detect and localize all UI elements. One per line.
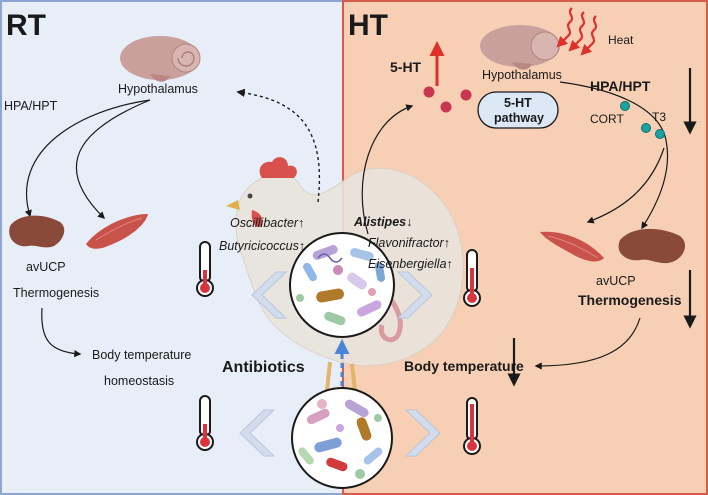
antibiotics-label: Antibiotics: [222, 359, 305, 376]
ht-arrow-to-bodytemp: [534, 317, 641, 370]
ht-arrow-microbiota-to-5ht: [361, 104, 414, 235]
brain-icon: [120, 36, 201, 82]
rt-axis-label: HPA/HPT: [4, 99, 58, 113]
svg-text:pathway: pathway: [494, 111, 544, 125]
hormone-dot: [655, 129, 665, 139]
ht-serotonin-label: 5-HT: [390, 59, 422, 75]
bacteria-eisenbergiella: Eisenbergiella↑: [368, 257, 453, 271]
bacteria-oscillibacter: Oscillibacter↑: [230, 216, 304, 230]
rt-bodytemp-label-1: Body temperature: [92, 348, 191, 362]
rt-arrow-to-liver: [24, 99, 151, 218]
ht-bodytemp-label: Body temperature: [404, 358, 524, 374]
ht-axis-label: HPA/HPT: [590, 78, 651, 94]
thermometer-icon: [196, 241, 214, 297]
liver-icon: [618, 228, 686, 264]
ht-hypothalamus-label: Hypothalamus: [482, 68, 562, 82]
rt-hypothalamus-label: Hypothalamus: [118, 82, 198, 96]
rt-arrow-to-bodytemp: [41, 307, 82, 358]
ht-arrow-to-muscle: [586, 147, 665, 224]
rt-thermogenesis-label: Thermogenesis: [13, 286, 99, 300]
thermometer-icon: [463, 397, 481, 455]
muscle-icon: [540, 231, 604, 262]
bacteria-butyricicoccus: Butyricicoccus↑: [219, 239, 305, 253]
muscle-icon: [86, 214, 148, 249]
serotonin-pathway-badge: 5-HT pathway: [477, 91, 559, 129]
serotonin-dot: [440, 101, 452, 113]
hormone-dot: [620, 101, 630, 111]
rt-bodytemp-label-2: homeostasis: [104, 374, 174, 388]
ht-cort-label: CORT: [590, 112, 624, 126]
microbiota-icon: [291, 387, 393, 489]
heat-waves-icon: [556, 7, 598, 56]
microbiota-icon: [289, 232, 395, 338]
ht-title: HT: [348, 9, 388, 42]
serotonin-dot: [460, 89, 472, 101]
ht-heat-label: Heat: [608, 33, 634, 47]
bacteria-flavonifractor: Flavonifractor↑: [368, 236, 450, 250]
chevron-right-icon: [396, 271, 441, 457]
ht-t3-label: T3: [652, 110, 666, 124]
svg-text:5-HT: 5-HT: [504, 96, 532, 110]
rt-avucp-label: avUCP: [26, 260, 66, 274]
serotonin-dot: [423, 86, 435, 98]
ht-avucp-label: avUCP: [596, 274, 636, 288]
ht-thermogenesis-label: Thermogenesis: [578, 292, 682, 308]
brain-icon: [480, 25, 560, 70]
rt-arrow-to-muscle: [75, 99, 151, 220]
chevron-left-icon: [239, 271, 288, 457]
liver-icon: [9, 215, 65, 248]
rt-title: RT: [6, 9, 46, 42]
ht-axis-curve: [559, 81, 669, 230]
thermometer-icon: [196, 395, 214, 451]
bacteria-alistipes: Alistipes↓: [353, 215, 412, 229]
thermometer-icon: [463, 249, 481, 307]
hormone-dot: [641, 123, 651, 133]
